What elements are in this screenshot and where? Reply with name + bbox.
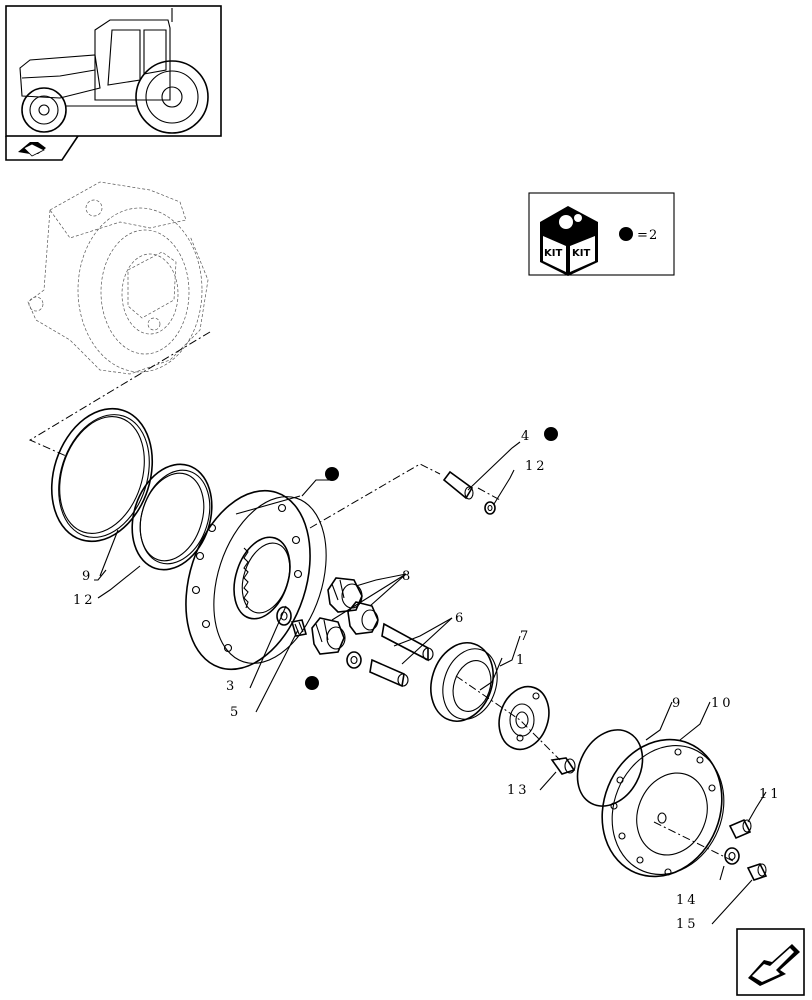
part-4-pin <box>442 470 474 500</box>
kit-box-icon: KIT KIT <box>540 206 598 276</box>
callout-11: 11 <box>759 787 782 802</box>
kit-label-right: KIT <box>572 248 590 259</box>
assembly-centerlines <box>28 331 736 863</box>
callout-1: 1 <box>516 653 527 668</box>
nav-back-icon[interactable] <box>5 135 79 161</box>
kit-count: 2 <box>649 228 660 243</box>
leader-lines <box>94 441 767 925</box>
axle-housing-ghost <box>27 181 209 375</box>
callout-6: 6 <box>455 611 466 626</box>
planet-washer <box>346 651 362 669</box>
part-1-cover-plate <box>498 685 550 751</box>
kit-dot-symbol <box>619 227 633 241</box>
part-6-planet-pins <box>369 622 434 688</box>
callout-9-upper: 9 <box>82 569 93 584</box>
callout-13: 13 <box>507 783 530 798</box>
part-14-washer <box>724 847 740 865</box>
kit-dot-marker <box>305 676 319 690</box>
part-3-thrust-washer <box>276 606 292 626</box>
tractor-thumbnail[interactable] <box>5 5 222 137</box>
part-13-screw <box>550 757 576 775</box>
callout-12-lower: 12 <box>73 593 96 608</box>
callout-12-upper: 12 <box>525 459 548 474</box>
kit-dot-marker <box>325 467 339 481</box>
nav-next-icon[interactable] <box>736 928 805 996</box>
part-8-planet-gears <box>311 577 379 655</box>
part-15-screw <box>746 863 768 881</box>
part-9-seal-ring <box>50 407 154 543</box>
callout-15: 15 <box>676 917 699 932</box>
callout-10: 10 <box>711 696 734 711</box>
kit-equals: = <box>637 228 651 243</box>
part-5-needle-bearing <box>290 619 308 637</box>
part-11-plug <box>728 818 752 840</box>
part-10-hub-cover <box>601 738 725 878</box>
callout-4: 4 <box>521 429 532 444</box>
part-12-ring <box>131 463 213 571</box>
callout-3: 3 <box>226 679 237 694</box>
part-7-bearing-ring <box>430 642 498 722</box>
callout-labels: 1 3 4 5 6 7 8 9 9 10 11 12 12 13 14 15 <box>73 429 782 932</box>
kit-dot-marker <box>544 427 558 441</box>
callout-9-lower: 9 <box>672 696 683 711</box>
callout-7: 7 <box>520 629 531 644</box>
callout-8: 8 <box>402 569 413 584</box>
kit-legend: KIT KIT = 2 <box>528 192 675 276</box>
callout-14: 14 <box>676 893 699 908</box>
part-12-washer-small <box>484 501 496 515</box>
part-9-o-ring <box>576 729 644 807</box>
planetary-ring-gear <box>185 489 327 671</box>
callout-5: 5 <box>230 705 241 720</box>
kit-label-left: KIT <box>544 248 562 259</box>
